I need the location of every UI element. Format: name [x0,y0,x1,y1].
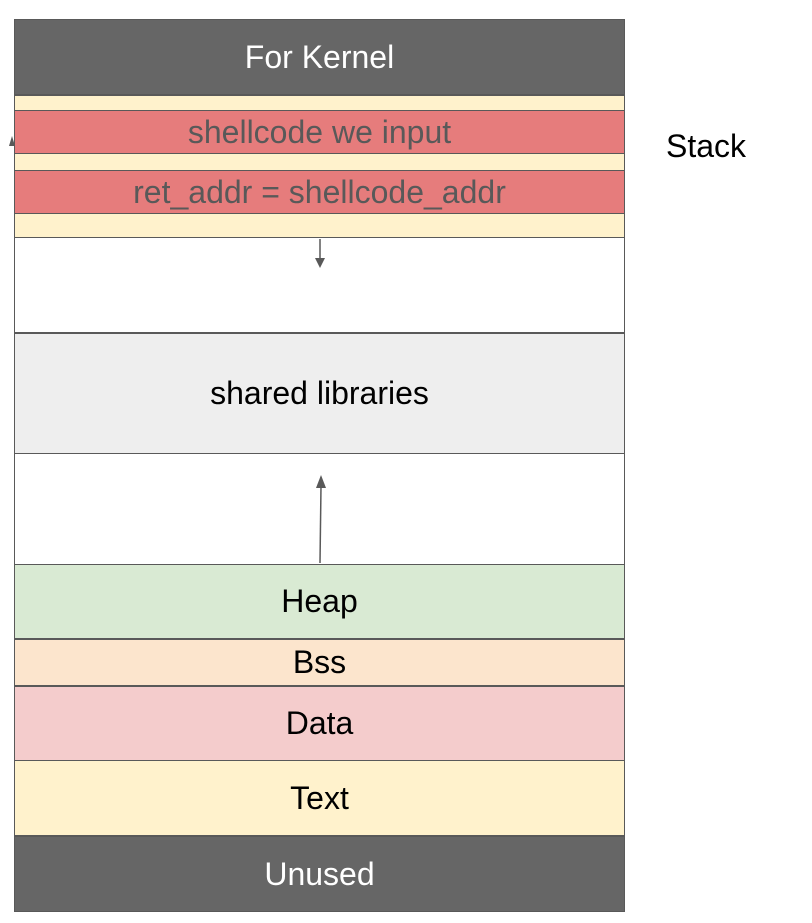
free-space-upper [14,238,625,333]
shellcode-label: shellcode we input [187,113,452,150]
data-region: Data [14,686,625,761]
data-label: Data [285,705,354,741]
bss-region: Bss [14,639,625,686]
unused-label: Unused [264,855,375,892]
text-label: Text [290,779,349,816]
kernel-region: For Kernel [14,19,625,95]
bss-label: Bss [292,644,347,680]
text-region: Text [14,760,625,836]
shared-libraries-label: shared libraries [210,375,429,411]
free-space-lower [14,454,625,565]
heap-label: Heap [281,583,358,619]
heap-region: Heap [14,564,625,639]
stack-label: Stack [666,128,747,164]
shared-libraries-region: shared libraries [14,333,625,454]
shellcode-bar: shellcode we input [14,110,625,154]
unused-region: Unused [14,836,625,912]
ret-addr-bar: ret_addr = shellcode_addr [14,170,625,214]
kernel-label: For Kernel [244,38,395,75]
ret-addr-label: ret_addr = shellcode_addr [133,173,506,210]
